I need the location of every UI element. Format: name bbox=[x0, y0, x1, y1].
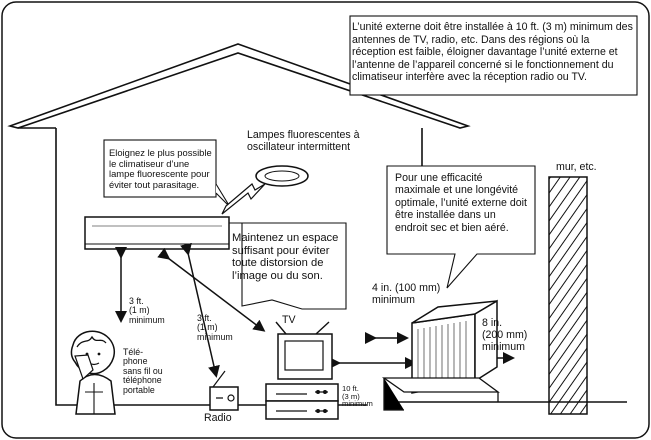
hatched-wall bbox=[548, 176, 588, 415]
roof bbox=[7, 43, 471, 129]
installation-note-top: L’unité externe doit être installée à 10… bbox=[352, 21, 633, 83]
lamp-label: Lampes fluorescentes à oscillateur inter… bbox=[247, 129, 360, 153]
tv-distance-label: 10 ft. (3 m) minimum bbox=[342, 384, 373, 409]
top-note-box bbox=[349, 15, 638, 96]
radio-distance-label: 3 ft. (1 m) minimum bbox=[197, 313, 233, 342]
tv-distance-arrow bbox=[157, 247, 266, 332]
installation-note-outdoor: Pour une efficacité maximale et une long… bbox=[395, 172, 527, 234]
person-with-phone bbox=[70, 330, 116, 415]
tv-label: TV bbox=[282, 314, 296, 326]
lamp-warning-arrow bbox=[221, 183, 266, 215]
radio-label: Radio bbox=[204, 412, 232, 424]
wall-label: mur, etc. bbox=[556, 161, 597, 173]
phone-label: Télé- phone sans fil ou téléphone portab… bbox=[123, 347, 163, 395]
left-note-box bbox=[103, 139, 217, 198]
installation-note-lamp: Eloignez le plus possible le climatiseur… bbox=[109, 147, 212, 190]
right-note-balloon bbox=[386, 165, 536, 289]
side-clearance-label: 8 in. (200 mm) minimum bbox=[482, 317, 528, 353]
rear-clearance-label: 4 in. (100 mm) minimum bbox=[372, 282, 441, 306]
phone-distance-label: 3 ft. (1 m) minimum bbox=[129, 296, 165, 325]
fluorescent-lamp bbox=[255, 165, 309, 187]
outdoor-unit bbox=[381, 299, 500, 411]
radio bbox=[209, 386, 239, 411]
installation-note-spacing: Maintenez un espace suffisant pour évite… bbox=[232, 232, 339, 282]
